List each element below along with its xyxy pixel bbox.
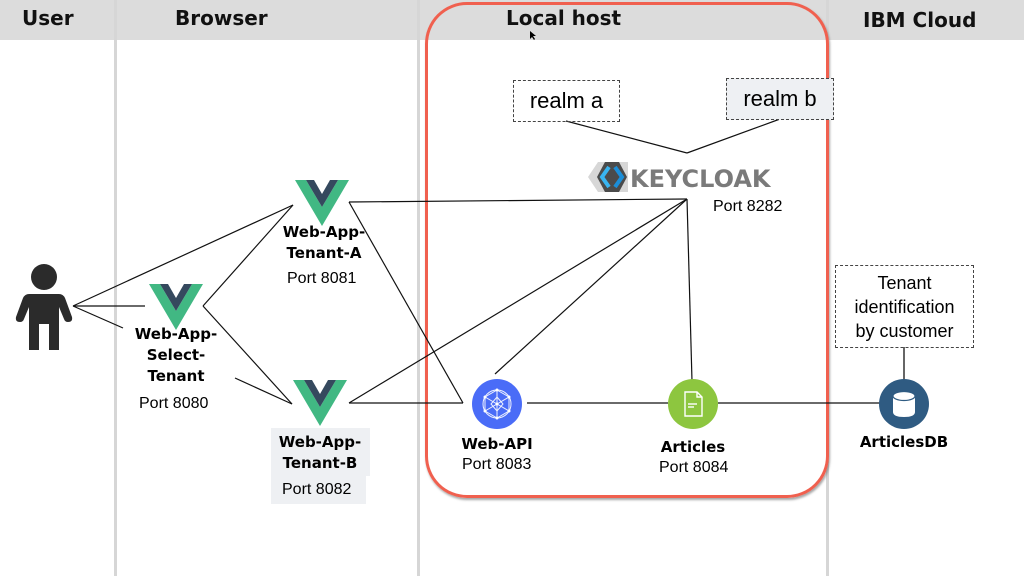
web-api-port: Port 8083 xyxy=(462,456,532,473)
tenant-b-port: Port 8082 xyxy=(282,481,352,498)
link-realm-b-keycloak xyxy=(686,118,781,154)
articles-port: Port 8084 xyxy=(659,459,729,476)
user-node xyxy=(15,262,73,352)
articles-db-node xyxy=(879,379,929,429)
lane-title-local-host: Local host xyxy=(506,6,622,30)
tenant-a-port: Port 8081 xyxy=(287,270,357,287)
lane-title-ibm-cloud: IBM Cloud xyxy=(863,8,977,32)
select-tenant-label: Web-App- Select- Tenant xyxy=(134,325,218,385)
link-web-api-keycloak xyxy=(494,198,688,375)
link-tenant-a-web-api xyxy=(348,201,464,404)
tenant-identification-note: Tenant identification by customer xyxy=(835,265,974,348)
database-icon xyxy=(879,379,929,429)
keycloak-port: Port 8282 xyxy=(713,198,783,215)
network-sphere-icon xyxy=(472,379,522,429)
realm-a-label: realm a xyxy=(529,88,604,113)
tenant-b-label-bg xyxy=(271,428,370,476)
link-tenant-a-keycloak xyxy=(348,198,688,203)
link-articles-keycloak xyxy=(686,198,693,382)
lane-divider-browser-localhost xyxy=(417,0,420,576)
lane-header-band xyxy=(0,0,1024,40)
select-tenant-port: Port 8080 xyxy=(139,395,209,412)
vue-logo-icon xyxy=(149,284,203,330)
realm-b-label: realm b xyxy=(743,86,817,111)
local-host-container xyxy=(425,2,829,498)
svg-text:KEYCLOAK: KEYCLOAK xyxy=(630,165,772,193)
tenant-b-label: Web-App- Tenant-B xyxy=(278,433,362,472)
vue-logo-icon xyxy=(293,380,347,426)
select-tenant-vue-logo xyxy=(149,284,203,330)
articles-node xyxy=(668,379,718,429)
lane-title-browser: Browser xyxy=(175,6,268,30)
link-user-select-tenant-lower xyxy=(72,305,124,329)
lane-divider-user-browser xyxy=(114,0,117,576)
link-tenant-b-keycloak xyxy=(348,198,688,404)
document-icon xyxy=(668,379,718,429)
keycloak-logo: KEYCLOAK xyxy=(588,156,778,198)
link-select-label-to-tenant-b xyxy=(234,377,293,405)
tenant-a-label: Web-App- Tenant-A xyxy=(282,223,366,262)
link-select-to-tenant-b xyxy=(202,305,293,405)
lane-title-user: User xyxy=(22,6,74,30)
vue-logo-icon xyxy=(295,180,349,226)
web-api-node xyxy=(472,379,522,429)
tenant-b-vue-logo xyxy=(293,380,347,426)
realm-b-box: realm b xyxy=(726,78,834,120)
articles-db-label: ArticlesDB xyxy=(859,433,949,451)
person-icon xyxy=(15,264,73,350)
articles-label: Articles xyxy=(660,438,726,456)
mouse-cursor-icon xyxy=(530,28,538,40)
link-realm-a-keycloak xyxy=(565,120,688,154)
web-api-label: Web-API xyxy=(461,435,533,453)
realm-a-box: realm a xyxy=(513,80,620,122)
tenant-a-vue-logo xyxy=(295,180,349,226)
tenant-b-port-bg xyxy=(271,476,366,504)
link-select-to-tenant-a xyxy=(202,204,294,307)
keycloak-logo-icon: KEYCLOAK xyxy=(588,162,772,193)
link-user-tenant-a xyxy=(72,204,294,307)
